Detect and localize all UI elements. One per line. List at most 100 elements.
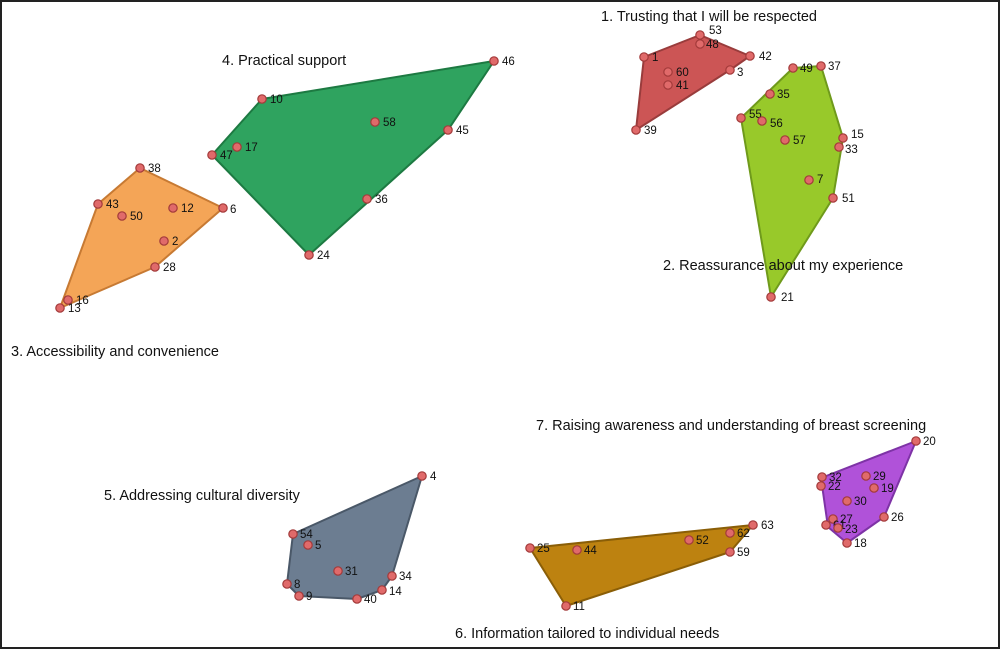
point-marker [765, 89, 775, 99]
point-marker [804, 175, 814, 185]
point-label: 19 [881, 483, 894, 495]
point-marker [911, 436, 921, 446]
point-label: 21 [781, 292, 794, 304]
point-marker [869, 483, 879, 493]
statement-point-57: 57 [780, 135, 806, 147]
point-label: 60 [676, 67, 689, 79]
point-label: 18 [854, 538, 867, 550]
statement-point-63: 63 [748, 520, 774, 532]
point-marker [257, 94, 267, 104]
statement-point-42: 42 [745, 51, 772, 63]
statement-point-34: 34 [387, 571, 412, 583]
statement-point-16: 16 [63, 295, 89, 307]
point-marker [93, 199, 103, 209]
point-marker [282, 579, 292, 589]
point-label: 46 [502, 56, 515, 68]
statement-point-10: 10 [257, 94, 283, 106]
point-label: 33 [845, 144, 858, 156]
point-label: 38 [148, 163, 161, 175]
point-label: 12 [181, 203, 194, 215]
point-label: 40 [364, 594, 377, 606]
cluster-polygon-c1 [635, 34, 751, 131]
statement-point-14: 14 [377, 585, 402, 598]
statement-point-37: 37 [816, 61, 841, 73]
statement-point-60: 60 [663, 67, 689, 79]
point-marker [757, 116, 767, 126]
statement-point-19: 19 [869, 483, 894, 495]
point-marker [218, 203, 228, 213]
point-label: 4 [430, 471, 437, 483]
point-marker [748, 520, 758, 530]
point-label: 57 [793, 135, 806, 147]
point-label: 10 [270, 94, 283, 106]
point-marker [294, 591, 304, 601]
point-marker [303, 540, 313, 550]
statement-point-53: 53 [695, 25, 722, 40]
statement-point-20: 20 [911, 436, 936, 448]
statement-point-28: 28 [150, 262, 176, 274]
point-label: 42 [759, 51, 772, 63]
statement-point-62: 62 [725, 528, 750, 540]
point-marker [489, 56, 499, 66]
cluster-label-c6: 6. Information tailored to individual ne… [455, 626, 719, 642]
point-label: 13 [68, 303, 81, 315]
point-marker [362, 194, 372, 204]
statement-point-27: 27 [828, 514, 853, 526]
point-marker [168, 203, 178, 213]
statement-point-24: 24 [304, 250, 330, 262]
statement-point-56: 56 [757, 116, 783, 130]
point-label: 29 [873, 471, 886, 483]
statement-point-36: 36 [362, 194, 388, 206]
cluster-polygon-c7 [820, 440, 917, 544]
cluster-label-c3: 3. Accessibility and convenience [11, 344, 219, 360]
statement-point-30: 30 [842, 496, 867, 508]
statement-point-1: 1 [639, 52, 658, 64]
point-label: 11 [573, 601, 585, 613]
point-marker [631, 125, 641, 135]
point-marker [63, 295, 73, 305]
point-label: 26 [891, 512, 904, 524]
point-marker [377, 585, 387, 595]
point-marker [725, 65, 735, 75]
point-label: 49 [800, 63, 813, 75]
cluster-label-c5: 5. Addressing cultural diversity [104, 488, 301, 504]
point-marker [745, 51, 755, 61]
point-marker [663, 67, 673, 77]
point-marker [561, 601, 571, 611]
point-label: 6 [230, 204, 236, 216]
statement-point-38: 38 [135, 163, 161, 175]
point-marker [387, 571, 397, 581]
statement-point-12: 12 [168, 203, 194, 215]
statement-point-2: 2 [159, 236, 178, 248]
point-label: 8 [294, 579, 300, 591]
point-marker [525, 543, 535, 553]
statement-point-21: 21 [766, 292, 794, 304]
cluster-label-c2: 2. Reassurance about my experience [663, 258, 903, 274]
point-marker [663, 80, 673, 90]
statement-point-40: 40 [352, 594, 377, 606]
point-label: 39 [644, 125, 657, 137]
point-label: 20 [923, 436, 936, 448]
statement-point-8: 8 [282, 579, 300, 591]
point-label: 48 [706, 39, 719, 51]
point-marker [55, 303, 65, 313]
point-label: 5 [315, 540, 321, 552]
point-label: 59 [737, 547, 750, 559]
point-label: 24 [317, 250, 330, 262]
statement-point-52: 52 [684, 535, 709, 547]
statement-point-3: 3 [725, 65, 743, 79]
point-label: 3 [737, 67, 743, 79]
point-marker [117, 211, 127, 221]
point-marker [150, 262, 160, 272]
statement-point-22: 22 [816, 481, 841, 493]
statement-point-50: 50 [117, 211, 143, 223]
point-marker [838, 133, 848, 143]
point-label: 31 [345, 566, 358, 578]
point-label: 43 [106, 199, 119, 211]
statement-point-47: 47 [207, 150, 233, 162]
point-label: 7 [817, 174, 823, 186]
statement-point-13: 13 [55, 303, 81, 315]
